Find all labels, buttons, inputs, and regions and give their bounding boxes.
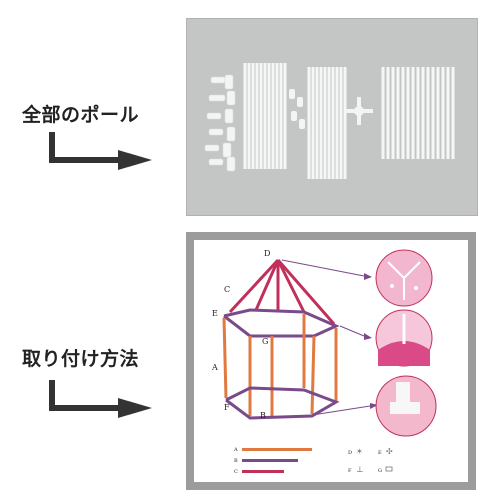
label-b: B — [260, 411, 266, 420]
legend-bar-b — [242, 459, 298, 462]
legend-bar-a — [242, 448, 312, 451]
detail-pointer-arrows — [281, 259, 371, 417]
small-connectors — [289, 89, 305, 129]
legend-bars: A B C — [233, 447, 312, 475]
wall-poles — [222, 314, 338, 416]
section-label-all-poles: 全部のポール — [22, 104, 140, 126]
legend-connector-d: D — [348, 450, 352, 456]
right-arrow-icon-2 — [49, 380, 152, 418]
pole-bundle-3 — [381, 67, 455, 159]
pole-bundle-1 — [243, 63, 287, 169]
svg-text:✶: ✶ — [356, 447, 363, 456]
tent-frame-diagram: D C E G A F B — [211, 249, 437, 475]
detail-circle-top — [375, 249, 433, 307]
legend-connector-e: E — [378, 450, 382, 456]
connectors-group — [204, 74, 236, 172]
lower-ring — [225, 386, 340, 420]
legend-connector-g: G — [378, 468, 382, 474]
poles-photo — [186, 18, 478, 216]
poles-illustration — [204, 63, 455, 179]
legend-label-c: C — [234, 469, 238, 475]
label-d: D — [264, 249, 270, 258]
legend-connector-f: F — [348, 468, 352, 474]
right-arrow-icon — [49, 132, 152, 170]
section-label-installation: 取り付け方法 — [22, 348, 140, 370]
label-a: A — [211, 363, 218, 372]
detail-circle-bottom — [375, 375, 437, 437]
legend-connectors: D ✶ E ✣ F ⊥ G — [348, 447, 393, 474]
label-g: G — [262, 337, 268, 346]
label-c: C — [224, 285, 230, 294]
roof-poles — [228, 258, 336, 325]
legend-label-b: B — [234, 458, 238, 464]
legend-bar-c — [242, 470, 284, 473]
installation-diagram: D C E G A F B — [194, 240, 468, 482]
upper-ring — [223, 308, 340, 338]
svg-text:⊥: ⊥ — [356, 465, 364, 474]
installation-diagram-frame: D C E G A F B — [186, 232, 476, 490]
legend-label-a: A — [233, 447, 238, 453]
pole-bundle-2 — [307, 67, 347, 179]
svg-text:✣: ✣ — [386, 447, 393, 456]
label-e: E — [212, 309, 218, 318]
label-f: F — [224, 403, 230, 412]
star-connector — [345, 97, 373, 125]
detail-circle-middle — [375, 309, 433, 367]
